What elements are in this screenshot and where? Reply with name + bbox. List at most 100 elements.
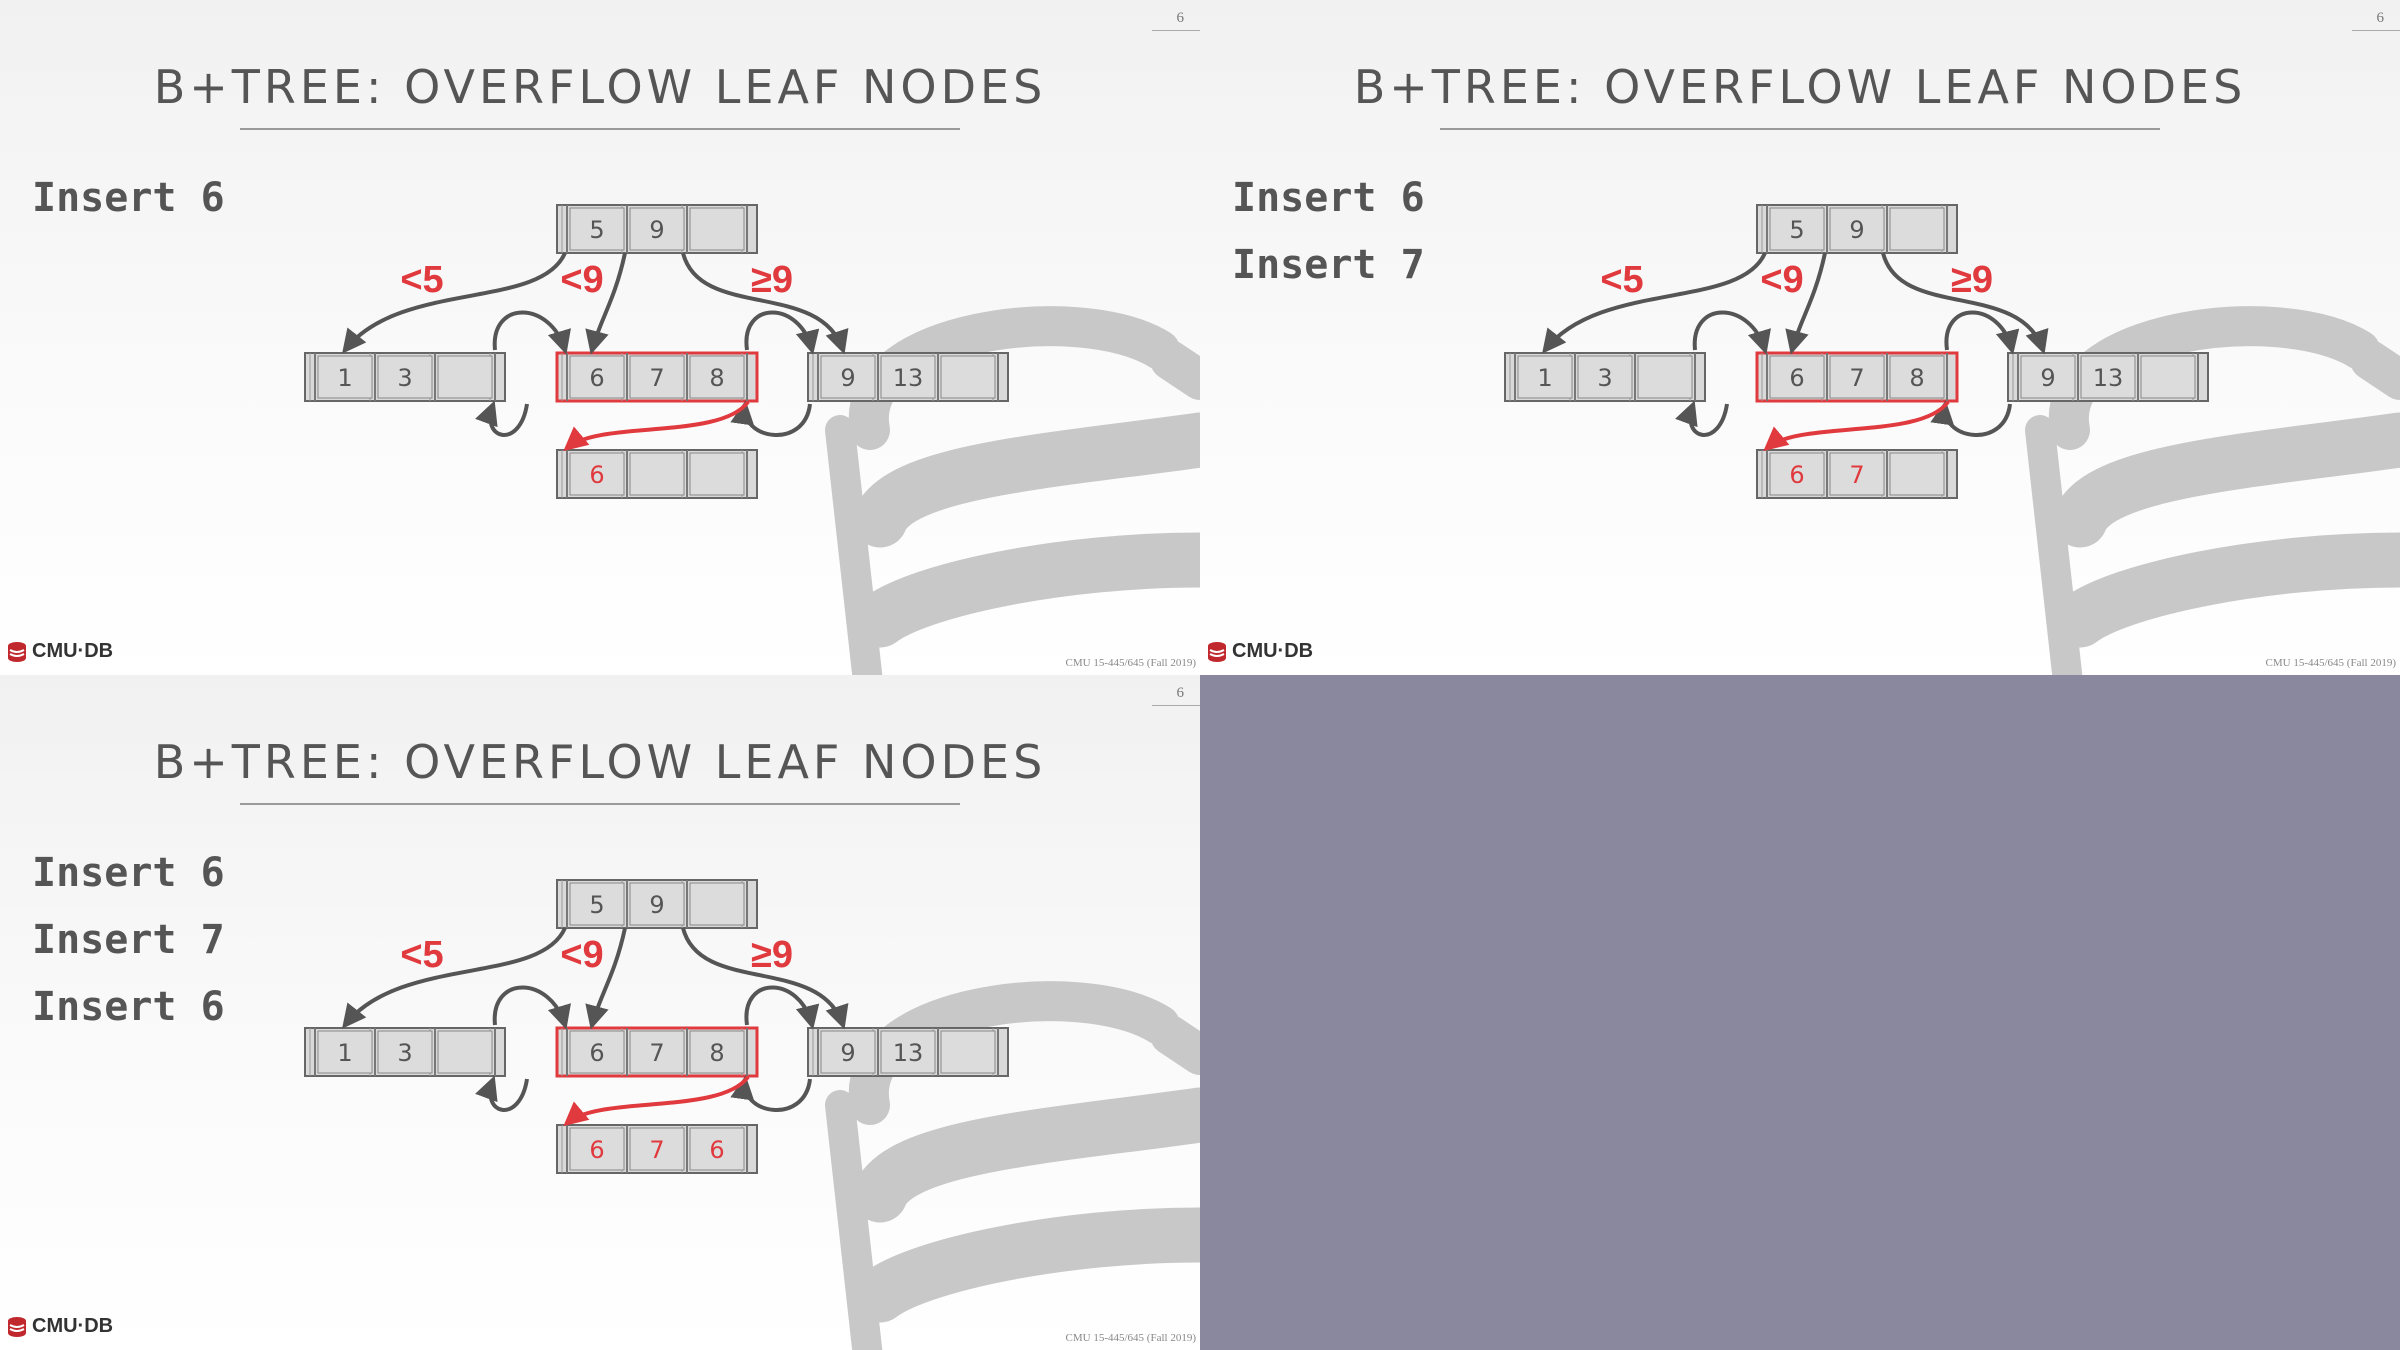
node-cell [377,355,433,399]
sibling-arrow [1692,310,1771,355]
node-key: 8 [1909,364,1924,392]
pointer-arrow [342,927,567,1029]
leaf-node-highlighted: 6 7 8 [555,1026,759,1078]
node-key: 8 [709,364,724,392]
node-key: 7 [1849,461,1864,489]
sibling-arrow [475,1075,529,1112]
node-cell [1769,355,1825,399]
pointer-arrow [1542,252,1767,354]
pointer-arrow [585,252,627,355]
node-cell [689,1127,745,1171]
node-cell [437,355,493,399]
leaf-node: 9 13 [807,1027,1009,1077]
node-key: 6 [589,1039,604,1067]
sibling-arrow [492,310,571,355]
node-key: 3 [397,1039,412,1067]
database-logo-icon [1208,641,1226,662]
node-key: 5 [589,216,604,244]
operations-list: Insert 6 [32,172,225,239]
footer-logo: CMU·DB [6,1315,113,1338]
node-cell [689,1030,745,1074]
node-key: 6 [1789,461,1804,489]
overflow-pointer-arrow [1763,400,1950,452]
node-key: 6 [709,1136,724,1164]
node-cell [1889,452,1945,496]
node-cell [569,207,625,251]
empty-quadrant [1200,675,2400,1350]
node-key: 9 [2040,364,2055,392]
database-logo-icon [8,1316,26,1337]
node-cell [629,1030,685,1074]
node-key: 6 [589,461,604,489]
node-cell [1889,355,1945,399]
node-key: 6 [589,1136,604,1164]
footer-course: CMU 15-445/645 (Fall 2019) [1065,657,1196,669]
node-key: 8 [709,1039,724,1067]
slide-title: B+TREE: OVERFLOW LEAF NODES [1353,60,2247,114]
footer-logo-text: CMU·DB [1232,640,1314,662]
database-logo-icon [8,641,26,662]
sibling-arrow [744,310,820,355]
node-key: 9 [1849,216,1864,244]
title-underline [240,803,960,805]
page-number: 6 [2376,10,2385,26]
page-number: 6 [1176,10,1185,26]
node-key: 9 [649,891,664,919]
page-number-rule [1152,705,1200,706]
pointer-arrow [585,927,627,1030]
node-key: 7 [649,1136,664,1164]
sibling-arrow [1675,400,1729,437]
node-cell [1769,207,1825,251]
node-cell [880,1030,936,1074]
node-key: 3 [1597,364,1612,392]
operation-line: Insert 6 [32,175,225,221]
node-cell [629,207,685,251]
node-cell [820,355,876,399]
operation-line: Insert 6 [32,850,225,896]
node-key: 9 [649,216,664,244]
slide-title: B+TREE: OVERFLOW LEAF NODES [153,735,1047,789]
sibling-arrow [492,985,571,1030]
footer-logo: CMU·DB [1206,640,1313,663]
overflow-pointer-arrow [563,1075,750,1127]
node-key: 6 [1789,364,1804,392]
node-cell [1769,452,1825,496]
node-cell [2020,355,2076,399]
node-key: 6 [589,364,604,392]
edge-label: ≥9 [1951,259,1993,301]
node-cell [1637,355,1693,399]
node-cell [1577,355,1633,399]
node-cell [940,1030,996,1074]
node-cell [689,355,745,399]
edge-label: <5 [1600,259,1643,301]
pointer-arrow [342,252,567,354]
node-cell [1517,355,1573,399]
operation-line: Insert 6 [32,984,225,1030]
operation-line: Insert 6 [1232,175,1425,221]
overflow-node: 6 7 6 [556,1124,758,1174]
node-key: 9 [840,1039,855,1067]
sibling-arrow [730,400,812,437]
node-key: 1 [337,364,352,392]
node-cell [569,882,625,926]
slide-title: B+TREE: OVERFLOW LEAF NODES [153,60,1047,114]
footer-course: CMU 15-445/645 (Fall 2019) [1065,1332,1196,1344]
edge-label: <9 [1760,259,1803,301]
edge-label: ≥9 [751,259,793,301]
footer-logo-text: CMU·DB [32,1315,114,1337]
node-cell [569,1127,625,1171]
edge-label: <5 [400,934,443,976]
node-key: 13 [893,1039,924,1067]
node-cell [569,355,625,399]
page-number-rule [1152,30,1200,31]
node-key: 7 [649,364,664,392]
node-key: 7 [649,1039,664,1067]
